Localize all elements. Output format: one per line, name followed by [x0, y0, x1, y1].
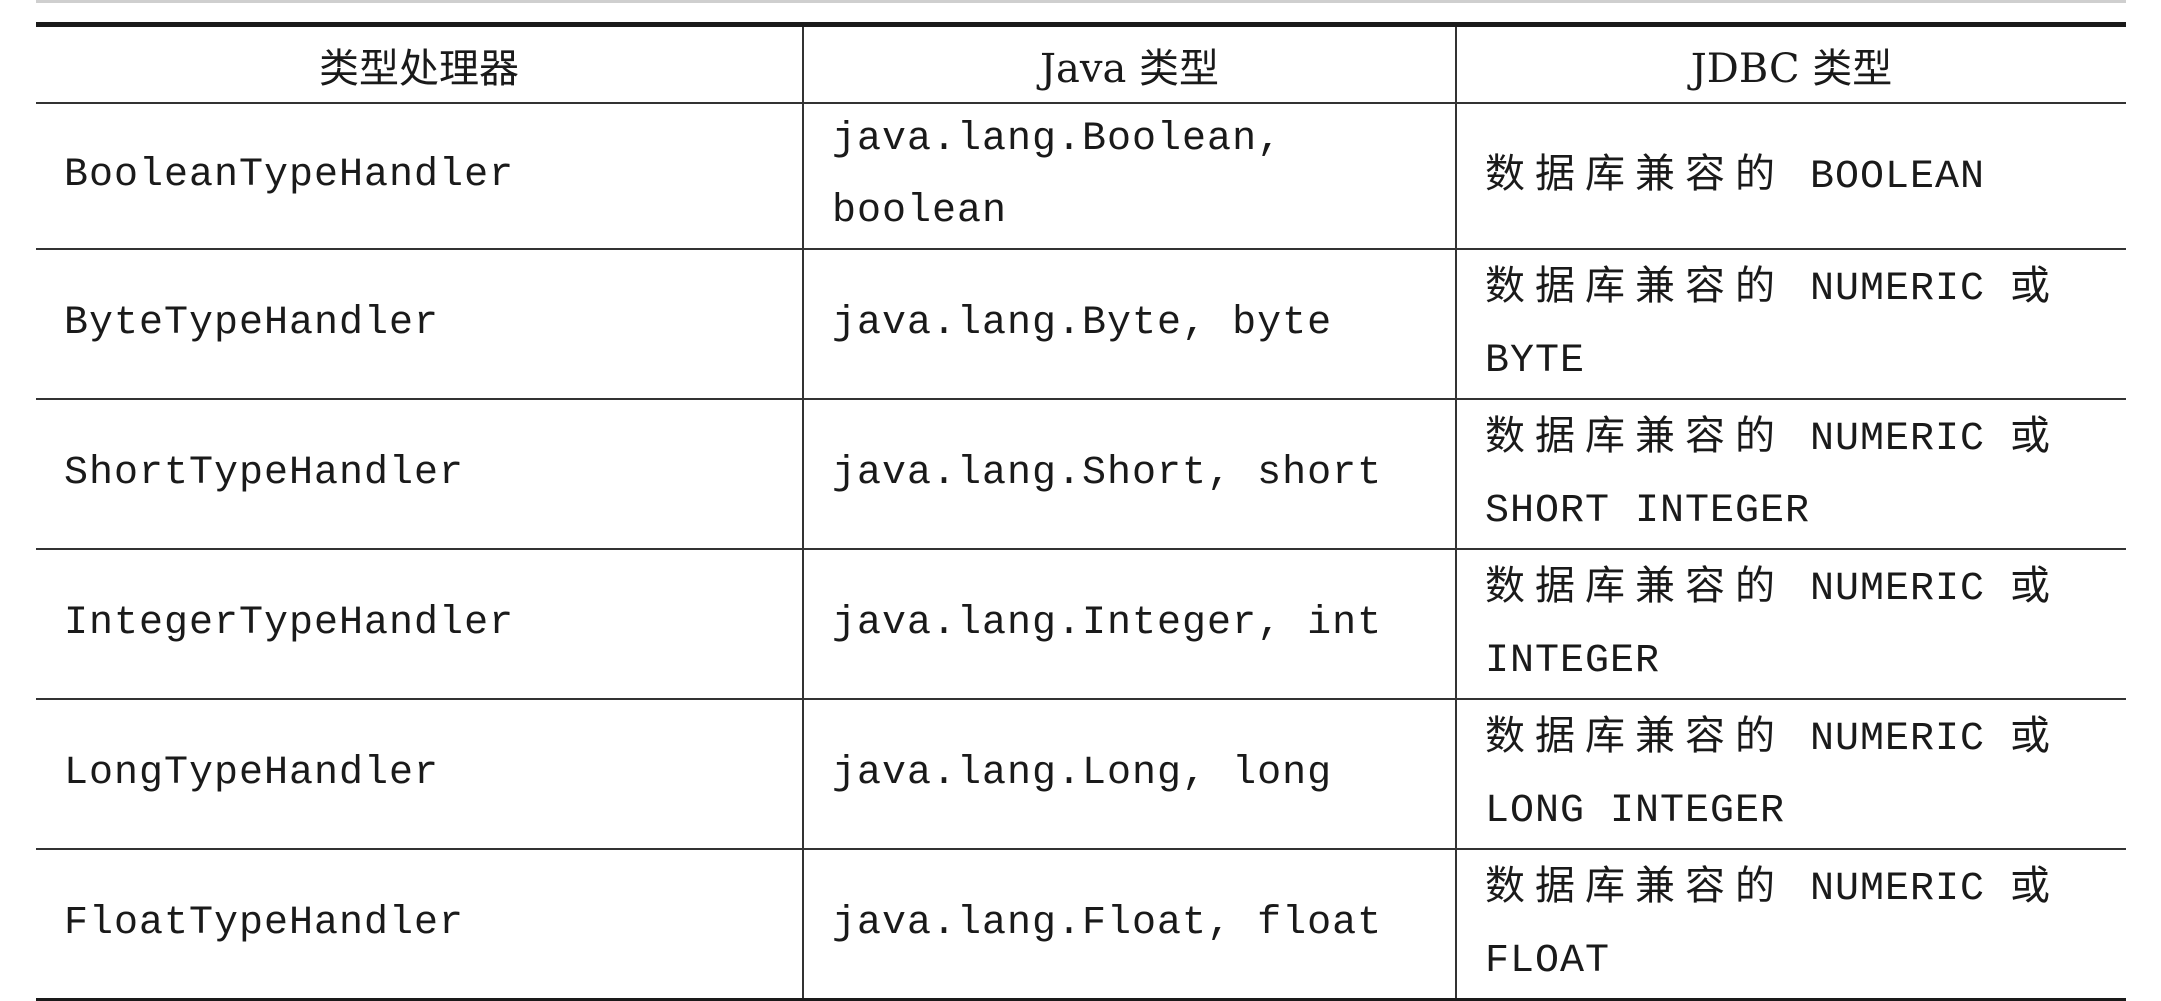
- jdbc-prefix: 数据库兼容的: [1485, 713, 1785, 759]
- jdbc-value: NUMERIC 或 SHORT INTEGER: [1485, 417, 2052, 534]
- java-type-cell: java.lang.Float, float: [802, 849, 1456, 1001]
- handler-cell: FloatTypeHandler: [36, 849, 803, 1001]
- jdbc-prefix: 数据库兼容的: [1485, 413, 1785, 459]
- jdbc-value: BOOLEAN: [1785, 155, 1986, 200]
- jdbc-type-cell: 数据库兼容的 NUMERIC 或 FLOAT: [1455, 849, 2126, 1001]
- jdbc-prefix: 数据库兼容的: [1485, 263, 1785, 309]
- jdbc-value: NUMERIC 或 LONG INTEGER: [1485, 717, 2052, 834]
- header-java-type: Java 类型: [802, 22, 1456, 104]
- table-row: LongTypeHandler java.lang.Long, long 数据库…: [36, 699, 2126, 850]
- table-row: ByteTypeHandler java.lang.Byte, byte 数据库…: [36, 249, 2126, 400]
- table-row: FloatTypeHandler java.lang.Float, float …: [36, 849, 2126, 1001]
- handler-cell: ByteTypeHandler: [36, 249, 803, 400]
- java-type-cell: java.lang.Long, long: [802, 699, 1456, 850]
- jdbc-prefix: 数据库兼容的: [1485, 151, 1785, 197]
- jdbc-type-cell: 数据库兼容的 NUMERIC 或 LONG INTEGER: [1455, 699, 2126, 850]
- table-row: IntegerTypeHandler java.lang.Integer, in…: [36, 549, 2126, 700]
- java-type-cell: java.lang.Byte, byte: [802, 249, 1456, 400]
- jdbc-type-cell: 数据库兼容的 NUMERIC 或 SHORT INTEGER: [1455, 399, 2126, 550]
- handler-cell: ShortTypeHandler: [36, 399, 803, 550]
- jdbc-type-cell: 数据库兼容的 NUMERIC 或 INTEGER: [1455, 549, 2126, 700]
- jdbc-prefix: 数据库兼容的: [1485, 563, 1785, 609]
- java-type-cell: java.lang.Boolean, boolean: [802, 103, 1456, 250]
- handler-cell: BooleanTypeHandler: [36, 103, 803, 250]
- jdbc-type-cell: 数据库兼容的 BOOLEAN: [1455, 103, 2126, 250]
- type-handler-table: 类型处理器 Java 类型 JDBC 类型 BooleanTypeHandler…: [36, 22, 2126, 1001]
- table-header-row: 类型处理器 Java 类型 JDBC 类型: [36, 22, 2126, 104]
- jdbc-type-cell: 数据库兼容的 NUMERIC 或 BYTE: [1455, 249, 2126, 400]
- jdbc-prefix: 数据库兼容的: [1485, 863, 1785, 909]
- jdbc-value: NUMERIC 或 BYTE: [1485, 267, 2052, 384]
- header-jdbc-type: JDBC 类型: [1455, 22, 2126, 104]
- table-row: ShortTypeHandler java.lang.Short, short …: [36, 399, 2126, 550]
- table-row: BooleanTypeHandler java.lang.Boolean, bo…: [36, 103, 2126, 250]
- top-faint-rule: [36, 0, 2126, 3]
- java-type-cell: java.lang.Integer, int: [802, 549, 1456, 700]
- handler-cell: IntegerTypeHandler: [36, 549, 803, 700]
- header-handler: 类型处理器: [36, 22, 803, 104]
- jdbc-value: NUMERIC 或 INTEGER: [1485, 567, 2052, 684]
- handler-cell: LongTypeHandler: [36, 699, 803, 850]
- jdbc-value: NUMERIC 或 FLOAT: [1485, 867, 2052, 984]
- java-type-cell: java.lang.Short, short: [802, 399, 1456, 550]
